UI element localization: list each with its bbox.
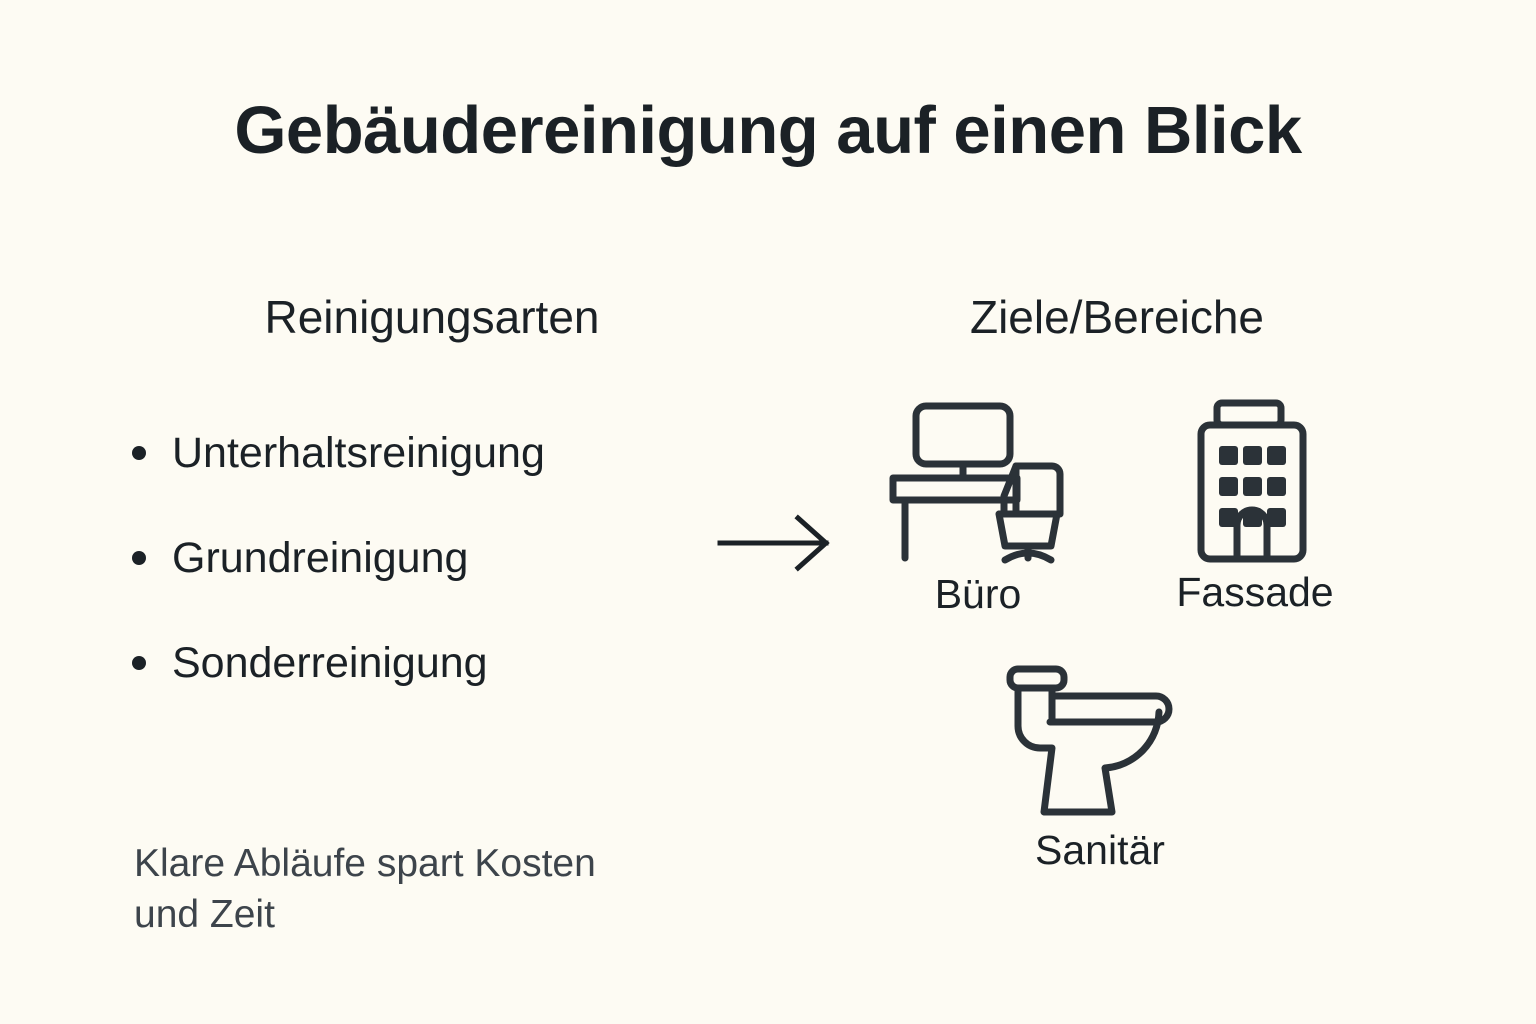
right-column-heading: Ziele/Bereiche: [969, 291, 1265, 343]
list-item-label: Grundreinigung: [172, 533, 469, 582]
area-label-sanitary: Sanitär: [1035, 827, 1165, 873]
area-label-facade: Fassade: [1176, 569, 1334, 615]
list-item-label: Unterhaltsreinigung: [172, 428, 545, 477]
bullet-dot-icon: [132, 551, 146, 565]
left-column-heading: Reinigungsarten: [264, 291, 600, 343]
area-item-facade: Fassade: [1148, 398, 1362, 613]
area-item-sanitary: Sanitär: [980, 662, 1220, 871]
list-item-label: Sonderreinigung: [172, 638, 488, 687]
footnote: Klare Abläufe spart Kosten und Zeit: [134, 838, 794, 941]
area-item-office: Büro: [872, 398, 1084, 615]
page-title: Gebäudereinigung auf einen Blick: [234, 93, 1302, 168]
area-label-office: Büro: [934, 571, 1022, 617]
office-desk-icon: [889, 402, 1064, 564]
toilet-icon: [1006, 665, 1173, 816]
list-item: Sonderreinigung: [128, 628, 748, 698]
list-item: Unterhaltsreinigung: [128, 418, 748, 488]
footnote-line-2: und Zeit: [134, 893, 275, 937]
bullet-dot-icon: [132, 656, 146, 670]
bullet-dot-icon: [132, 446, 146, 460]
cleaning-types-list: Unterhaltsreinigung Grundreinigung Sonde…: [128, 418, 748, 733]
list-item: Grundreinigung: [128, 523, 748, 593]
arrow-right-icon: [717, 514, 830, 572]
footnote-line-1: Klare Abläufe spart Kosten: [134, 842, 596, 885]
building-icon: [1197, 399, 1307, 563]
